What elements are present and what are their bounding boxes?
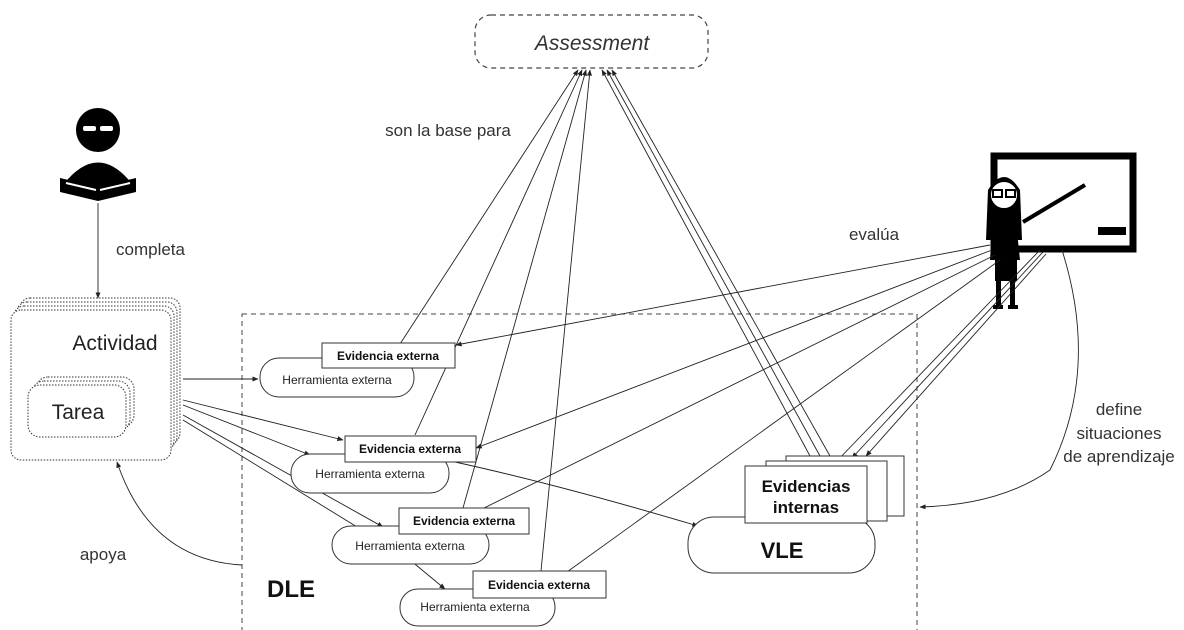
label-evalua: evalúa (849, 225, 900, 244)
arrow-vle-assess-1 (601, 69, 811, 457)
label-define-3: de aprendizaje (1063, 447, 1175, 466)
arrow-ev4-assess (540, 69, 592, 572)
arrow-teacher-ev3 (475, 254, 996, 513)
tool-2-label: Herramienta externa (315, 467, 425, 481)
arrow-act-tool2 (182, 404, 311, 456)
tool-4-label: Herramienta externa (420, 600, 530, 614)
label-define-1: define (1096, 400, 1142, 419)
arrow-teacher-ev4 (559, 259, 1001, 578)
arrow-ev2-vle (454, 461, 699, 527)
evidence-2-label: Evidencia externa (359, 442, 461, 456)
vle-label: VLE (761, 538, 804, 563)
tool-3-label: Herramienta externa (355, 539, 465, 553)
evidencias-internas-stack (744, 455, 905, 524)
arrow-teacher-ev1 (455, 244, 991, 347)
arrow-ev2-assess (414, 69, 583, 436)
arrow-teacher-vle-2 (851, 251, 1044, 459)
arrow-act-tool3 (182, 419, 363, 531)
evidence-3-box (398, 507, 530, 535)
actividad-label: Actividad (72, 332, 157, 355)
evidence-1-label: Evidencia externa (337, 349, 439, 363)
evidence-4-box (472, 570, 607, 599)
arrow-act-ev3 (182, 414, 384, 528)
arrow-teacher-ev2 (475, 249, 993, 449)
label-apoya: apoya (80, 545, 127, 564)
evidencias-internas-line1: Evidencias (762, 477, 851, 496)
assessment-label: Assessment (533, 32, 651, 55)
arrow-define (919, 249, 1079, 510)
arrow-ev1-assess (399, 69, 579, 345)
evidence-4-label: Evidencia externa (488, 578, 590, 592)
label-completa: completa (116, 240, 186, 259)
tool-1-label: Herramienta externa (282, 373, 392, 387)
label-define-2: situaciones (1076, 424, 1161, 443)
arrow-ev3-assess (462, 69, 587, 509)
arrow-teacher-vle-1 (834, 249, 1041, 464)
student-reading-icon (60, 108, 136, 201)
arrow-apoya (116, 461, 243, 566)
evidencias-internas-line2: internas (773, 498, 839, 517)
tarea-label: Tarea (52, 401, 105, 424)
evidence-3-label: Evidencia externa (413, 514, 515, 528)
arrow-vle-assess-2 (606, 69, 821, 457)
evidence-1-box (321, 342, 456, 369)
arrows (95, 69, 1079, 590)
label-son-la-base: son la base para (385, 121, 511, 140)
arrow-vle-assess-3 (611, 69, 831, 457)
dle-container (241, 313, 918, 630)
arrow-teacher-vle-3 (865, 253, 1047, 457)
tarea-box (27, 376, 135, 438)
evidence-2-box (344, 435, 477, 463)
dle-label: DLE (267, 576, 315, 603)
assessment-box (474, 14, 709, 69)
arrow-tool3-tool4 (409, 559, 446, 590)
arrow-act-ev2 (182, 399, 344, 442)
teacher-icon (986, 152, 1137, 309)
